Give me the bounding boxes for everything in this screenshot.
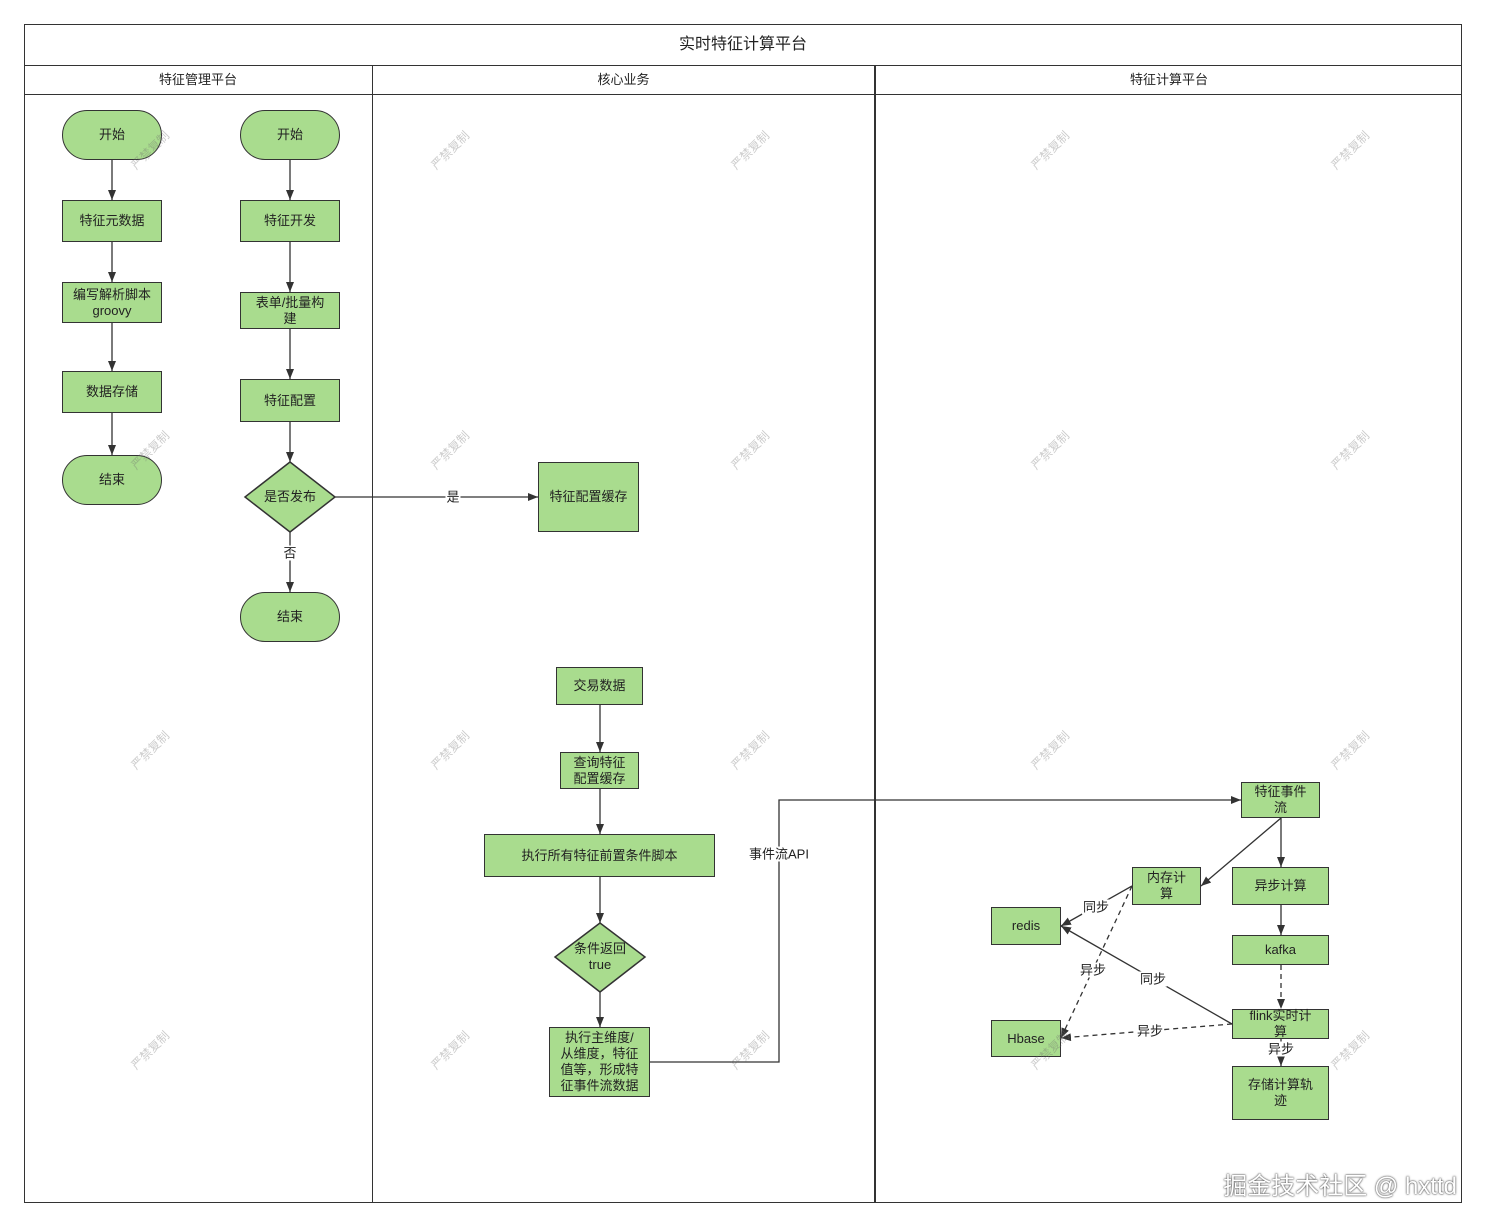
- dev-start-terminator: 开始: [240, 110, 340, 160]
- feature-metadata-step: 特征元数据: [62, 200, 162, 242]
- async-compute-step: 异步计算: [1232, 867, 1329, 905]
- lane-header-feature-management: 特征管理平台: [24, 65, 372, 95]
- metadata-start-terminator: 开始: [62, 110, 162, 160]
- trade-data-step: 交易数据: [556, 667, 643, 705]
- credit-watermark: 掘金技术社区 @ hxttd: [1223, 1173, 1457, 1200]
- lane-feature-management: 特征管理平台: [24, 65, 373, 1203]
- edge-memory-to-hbase: [1060, 885, 1133, 1039]
- condition-true-label: 条件返回 true: [573, 941, 627, 972]
- exec-dimensions-step: 执行主维度/ 从维度，特征 值等，形成特 征事件流数据: [549, 1027, 650, 1097]
- dev-end-terminator: 结束: [240, 592, 340, 642]
- flink-compute-step: flink实时计 算: [1232, 1008, 1329, 1039]
- memory-compute-step: 内存计 算: [1132, 867, 1201, 905]
- write-parse-script-step: 编写解析脚本 groovy: [62, 282, 162, 323]
- exec-preconditions-step: 执行所有特征前置条件脚本: [484, 834, 715, 877]
- feature-event-stream-step: 特征事件 流: [1241, 782, 1320, 818]
- store-trace-step: 存储计算轨 迹: [1232, 1066, 1329, 1120]
- diagram-frame: 实时特征计算平台: [24, 24, 1462, 1203]
- edge-event-stream-to-memory: [1200, 817, 1282, 887]
- lane-header-feature-compute: 特征计算平台: [876, 65, 1462, 95]
- publish-decision-label: 是否发布: [263, 489, 317, 504]
- edge-label-flink-to-trace: 异步: [1266, 1041, 1296, 1057]
- lane-header-core-business: 核心业务: [373, 65, 874, 95]
- hbase-store: Hbase: [991, 1020, 1061, 1057]
- lane-feature-compute: 特征计算平台: [876, 65, 1462, 1203]
- feature-dev-step: 特征开发: [240, 200, 340, 242]
- edge-label-flink-to-redis: 同步: [1138, 971, 1168, 987]
- feature-config-step: 特征配置: [240, 379, 340, 422]
- edge-label-publish-yes: 是: [445, 489, 461, 505]
- publish-decision: [243, 461, 337, 533]
- edge-label-event-stream-api: 事件流API: [748, 846, 810, 862]
- condition-true-decision: [553, 922, 647, 993]
- feature-config-cache-step: 特征配置缓存: [538, 462, 639, 532]
- redis-store: redis: [991, 907, 1061, 945]
- edge-label-memory-to-redis: 同步: [1081, 899, 1111, 915]
- diagram-title: 实时特征计算平台: [25, 25, 1461, 66]
- edge-label-memory-to-hbase: 异步: [1078, 962, 1108, 978]
- lane-core-business: 核心业务: [373, 65, 876, 1203]
- edge-dimensions-to-event-stream: [650, 796, 1241, 1063]
- metadata-end-terminator: 结束: [62, 455, 162, 505]
- edge-label-publish-no: 否: [282, 545, 298, 561]
- form-batch-build-step: 表单/批量构 建: [240, 292, 340, 329]
- kafka-queue: kafka: [1232, 935, 1329, 965]
- edge-label-flink-to-hbase: 异步: [1135, 1023, 1165, 1039]
- query-config-cache-step: 查询特征 配置缓存: [560, 752, 639, 789]
- data-storage-step: 数据存储: [62, 371, 162, 413]
